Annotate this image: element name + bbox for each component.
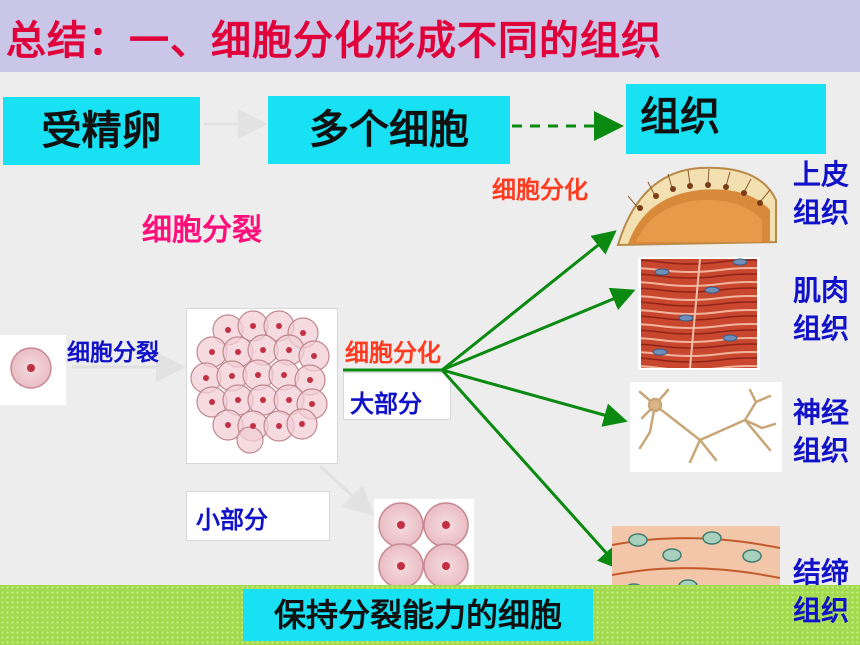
label-division-top: 细胞分裂 — [142, 213, 262, 248]
nerve-tissue-illustration — [638, 388, 777, 464]
tissue-label-nerve: 神经组织 — [792, 396, 849, 467]
majority-label-box — [343, 372, 451, 420]
label-division-mid: 细胞分裂 — [67, 340, 159, 366]
muscle-tissue-illustration — [641, 258, 757, 369]
page-title: 总结：一、细胞分化形成不同的组织 — [6, 18, 662, 64]
label-minority: 小部分 — [196, 506, 268, 534]
tissue-box: 组织 — [626, 84, 826, 154]
tissue-label-muscle: 肌肉组织 — [792, 274, 849, 345]
multiple-cells-box: 多个细胞 — [268, 96, 510, 164]
dividing-cells-illustration — [378, 502, 469, 589]
tissue-label-epithelial: 上皮组织 — [792, 158, 849, 229]
label-differentiation-mid: 细胞分化 — [345, 339, 441, 367]
label-differentiation-top: 细胞分化 — [492, 176, 588, 204]
arrow-to-muscle — [441, 287, 636, 372]
zygote-box: 受精卵 — [3, 97, 200, 165]
nerve-tissue-panel — [630, 382, 782, 472]
cell-cluster-nuclei — [203, 323, 317, 429]
title-bar — [0, 0, 860, 72]
epithelial-tissue-illustration — [616, 166, 777, 247]
label-majority: 大部分 — [350, 390, 422, 418]
minority-label-box — [186, 491, 330, 541]
arrow-to-dividing-cells — [318, 464, 375, 517]
arrow-to-epithelial — [441, 230, 617, 372]
tissue-label-connective: 结缔组织 — [792, 556, 849, 627]
arrow-to-nerve — [441, 368, 628, 427]
single-cell-illustration — [10, 347, 52, 389]
keep-dividing-label: 保持分裂能力的细胞 — [243, 589, 593, 641]
arrow-to-connective — [440, 368, 623, 571]
